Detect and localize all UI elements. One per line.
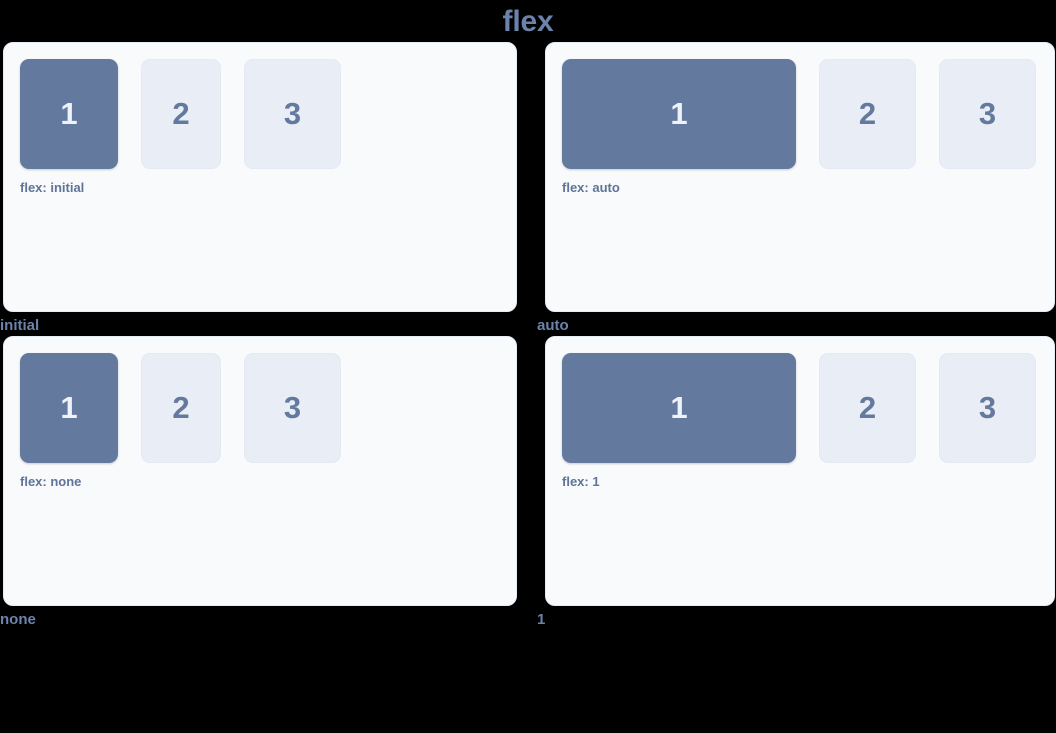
flex-item-1[interactable]: 1 bbox=[562, 353, 796, 463]
flex-item-label: 2 bbox=[172, 96, 190, 131]
demo-cell-none: 1 2 3 flex: none none bbox=[0, 336, 536, 630]
flex-caption: flex: none bbox=[20, 474, 82, 489]
flex-item-1[interactable]: 1 bbox=[20, 59, 118, 169]
demo-label-one: 1 bbox=[537, 611, 546, 628]
flex-container-one: 1 2 3 flex: 1 bbox=[545, 336, 1055, 606]
flex-item-label: 1 bbox=[670, 96, 688, 131]
flex-item-2[interactable]: 2 bbox=[819, 59, 916, 169]
flex-item-3[interactable]: 3 bbox=[244, 353, 341, 463]
flex-item-label: 1 bbox=[60, 390, 78, 425]
demo-label-none: none bbox=[0, 611, 36, 628]
flex-item-2[interactable]: 2 bbox=[141, 353, 221, 463]
flex-item-3[interactable]: 3 bbox=[939, 353, 1036, 463]
flex-item-label: 3 bbox=[978, 390, 997, 425]
flex-item-label: 1 bbox=[670, 390, 688, 425]
flex-item-3[interactable]: 3 bbox=[939, 59, 1036, 169]
flex-item-label: 2 bbox=[858, 390, 877, 425]
flex-item-label: 2 bbox=[172, 390, 190, 425]
flex-item-1[interactable]: 1 bbox=[562, 59, 796, 169]
flex-row: 1 2 3 bbox=[562, 59, 1038, 169]
page-title: flex bbox=[502, 5, 554, 38]
flex-item-label: 3 bbox=[283, 96, 302, 131]
flex-container-initial: 1 2 3 flex: initial bbox=[3, 42, 517, 312]
flex-item-3[interactable]: 3 bbox=[244, 59, 341, 169]
flex-row: 1 2 3 bbox=[20, 353, 500, 463]
flex-item-label: 3 bbox=[283, 390, 302, 425]
flex-item-label: 3 bbox=[978, 96, 997, 131]
demo-label-auto: auto bbox=[537, 317, 569, 334]
flex-caption: flex: auto bbox=[562, 180, 620, 195]
flex-container-auto: 1 2 3 flex: auto bbox=[545, 42, 1055, 312]
demo-label-initial: initial bbox=[0, 317, 40, 334]
demo-cell-one: 1 2 3 flex: 1 1 bbox=[536, 336, 1056, 630]
flex-caption: flex: initial bbox=[20, 180, 85, 195]
demo-grid: 1 2 3 flex: initial initial 1 2 bbox=[0, 42, 1056, 630]
demo-cell-auto: 1 2 3 flex: auto auto bbox=[536, 42, 1056, 336]
flex-caption: flex: 1 bbox=[562, 474, 600, 489]
flex-container-none: 1 2 3 flex: none bbox=[3, 336, 517, 606]
flex-row: 1 2 3 bbox=[562, 353, 1038, 463]
flex-item-1[interactable]: 1 bbox=[20, 353, 118, 463]
demo-cell-initial: 1 2 3 flex: initial initial bbox=[0, 42, 536, 336]
flex-item-2[interactable]: 2 bbox=[819, 353, 916, 463]
flex-item-label: 2 bbox=[858, 96, 877, 131]
flex-item-2[interactable]: 2 bbox=[141, 59, 221, 169]
flex-item-label: 1 bbox=[60, 96, 78, 131]
flex-row: 1 2 3 bbox=[20, 59, 500, 169]
